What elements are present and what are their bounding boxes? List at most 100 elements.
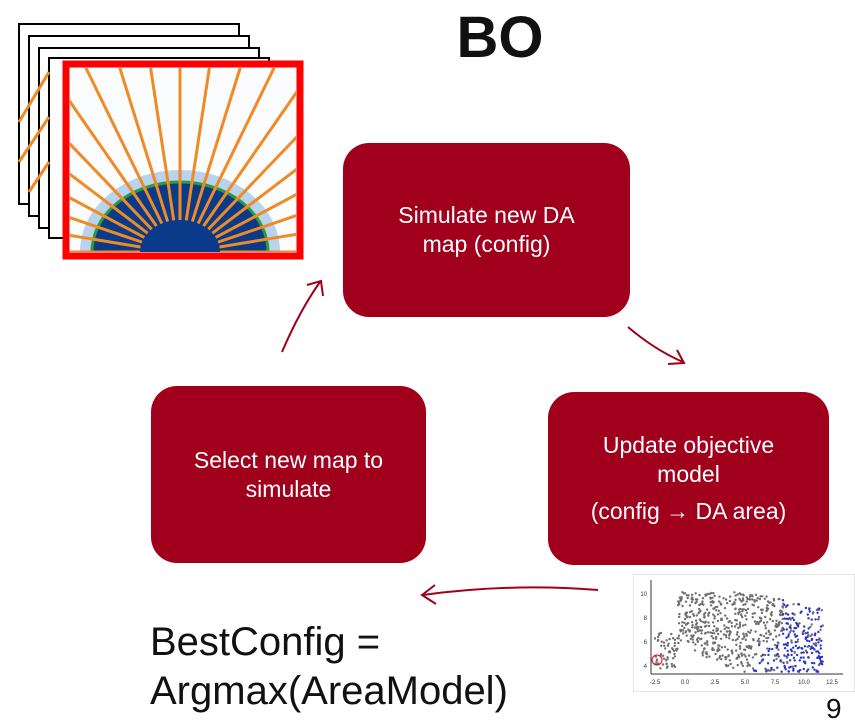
scatter-point <box>725 630 729 633</box>
scatter-point <box>821 624 824 627</box>
scatter-point <box>800 610 803 613</box>
scatter-point <box>757 606 760 609</box>
scatter-point <box>677 622 681 625</box>
scatter-point <box>677 634 681 637</box>
scatter-point <box>820 639 823 642</box>
scatter-point <box>724 598 728 601</box>
scatter-point <box>738 621 742 624</box>
scatter-point <box>752 639 755 642</box>
scatter-point <box>819 628 822 631</box>
scatter-point <box>758 640 761 643</box>
scatter-point <box>755 599 758 602</box>
scatter-point <box>762 639 765 643</box>
map-ray <box>202 90 296 227</box>
scatter-point <box>814 632 817 635</box>
scatter-point <box>710 635 713 638</box>
scatter-point <box>819 647 822 650</box>
scatter-point <box>664 659 668 662</box>
map-ray <box>84 68 164 225</box>
x-tick-label: 7.5 <box>771 680 780 686</box>
scatter-point <box>720 646 724 649</box>
scatter-point <box>790 653 793 657</box>
scatter-point <box>810 637 814 641</box>
scatter-point <box>796 638 800 641</box>
scatter-point <box>768 618 772 621</box>
scatter-point <box>717 609 720 612</box>
scatter-point <box>786 656 789 659</box>
scatter-point <box>808 608 811 611</box>
scatter-point <box>754 622 758 626</box>
scatter-point <box>734 594 737 597</box>
scatter-point <box>807 617 810 620</box>
scatter-point <box>791 616 794 620</box>
scatter-point <box>657 633 661 636</box>
scatter-point <box>773 604 776 607</box>
scatter-point <box>802 667 805 671</box>
scatter-point <box>765 640 769 643</box>
scatter-point <box>785 617 788 620</box>
scatter-point <box>780 670 783 673</box>
best-config-line: BestConfig = <box>150 620 381 664</box>
scatter-point <box>743 648 746 651</box>
scatter-point <box>716 628 719 632</box>
scatter-point <box>659 653 663 656</box>
scatter-point <box>762 635 766 638</box>
scatter-point <box>709 604 713 607</box>
scatter-point <box>781 617 784 621</box>
scatter-point <box>767 630 771 633</box>
scatter-point <box>693 626 697 629</box>
scatter-point <box>767 653 770 657</box>
scatter-point <box>771 647 774 651</box>
scatter-point <box>679 599 682 603</box>
scatter-point <box>714 637 718 640</box>
scatter-point <box>709 631 712 634</box>
map-stack-image <box>17 23 304 260</box>
scatter-point <box>733 602 736 605</box>
scatter-point <box>662 641 666 644</box>
scatter-point <box>741 615 744 619</box>
scatter-point <box>764 627 767 630</box>
scatter-point <box>786 661 789 665</box>
scatter-point <box>689 637 692 640</box>
scatter-point <box>718 600 721 603</box>
scatter-point <box>739 641 742 644</box>
scatter-point <box>811 666 814 669</box>
scatter-point <box>719 612 722 615</box>
scatter-point <box>758 642 761 645</box>
scatter-point <box>758 597 762 601</box>
simulate-label-line: Simulate new DA <box>398 202 575 229</box>
scatter-point <box>744 655 747 658</box>
scatter-point <box>724 633 728 637</box>
scatter-point <box>684 600 688 603</box>
scatter-point <box>726 601 729 605</box>
scatter-point <box>686 596 689 600</box>
scatter-point <box>756 596 759 600</box>
scatter-point <box>760 611 764 615</box>
update-label-line: (config → DA area) <box>590 497 787 524</box>
scatter-point <box>692 614 696 617</box>
scatter-point <box>712 629 715 632</box>
map-ray <box>70 141 153 231</box>
scatter-point <box>743 635 746 638</box>
scatter-point <box>716 619 720 623</box>
scatter-point <box>712 637 715 640</box>
scatter-point <box>747 646 751 650</box>
scatter-point <box>771 619 774 623</box>
scatter-point <box>691 635 694 638</box>
y-tick-label: 10 <box>640 592 647 598</box>
scatter-point <box>816 656 819 660</box>
scatter-point <box>725 664 728 668</box>
scatter-point <box>796 623 799 626</box>
scatter-point <box>701 654 704 657</box>
scatter-plot-image: -2.5 0.0 2.5 5.0 7.5 10.0 12.5 10 8 6 4 <box>633 574 855 692</box>
scatter-point <box>777 655 780 658</box>
scatter-point <box>653 637 657 640</box>
scatter-point <box>654 655 658 658</box>
scatter-point <box>803 625 806 628</box>
scatter-point <box>664 647 667 650</box>
scatter-point <box>765 636 768 640</box>
scatter-point <box>736 637 739 641</box>
scatter-point <box>748 631 752 634</box>
scatter-point <box>809 647 812 650</box>
scatter-point <box>659 631 663 635</box>
